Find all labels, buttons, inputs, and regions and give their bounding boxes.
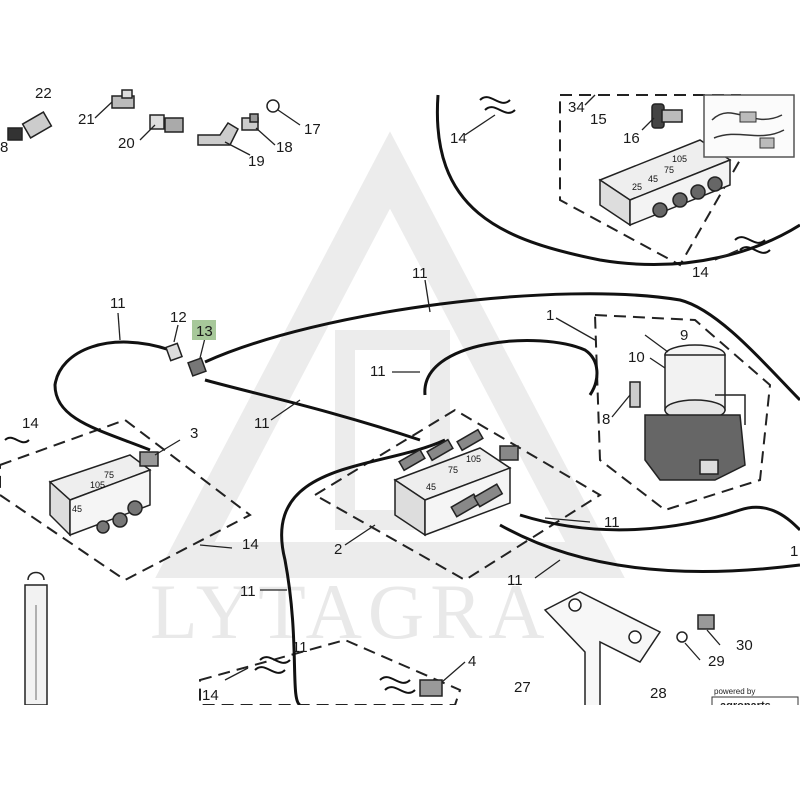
hoses xyxy=(53,94,800,707)
callout-17[interactable]: 17 xyxy=(304,121,321,138)
valve-top-label-105: 105 xyxy=(672,154,687,164)
pump-unit xyxy=(629,344,746,481)
fitting-row xyxy=(7,89,683,146)
callout-11-h[interactable]: 11 xyxy=(292,639,308,656)
callout-16[interactable]: 16 xyxy=(623,130,640,147)
fitting-12-icon xyxy=(165,342,183,362)
callout-14-right[interactable]: 14 xyxy=(692,264,709,281)
callout-21[interactable]: 21 xyxy=(78,111,95,128)
callout-30[interactable]: 30 xyxy=(736,637,753,654)
hose-right-lower-1 xyxy=(519,505,800,532)
callout-1[interactable]: 1 xyxy=(546,307,554,324)
valve-block-center: 45 75 105 xyxy=(393,428,519,537)
valve-left-label-75: 75 xyxy=(104,470,114,480)
callout-18[interactable]: 18 xyxy=(276,139,293,156)
break-marks xyxy=(4,96,771,694)
watermark: LYTAGRA xyxy=(150,131,625,655)
valve-block-top: 25 45 75 105 xyxy=(598,139,732,227)
hose-to-center xyxy=(204,378,421,442)
callout-10[interactable]: 10 xyxy=(628,349,645,366)
powered-by-label: powered by xyxy=(714,687,755,696)
group-outlines xyxy=(0,94,772,706)
hose-bottom-long xyxy=(280,438,446,707)
fitting-16-icon xyxy=(651,103,683,129)
valve-center-label-105: 105 xyxy=(466,454,481,464)
valve-center-label-75: 75 xyxy=(448,465,458,475)
valve-top-label-25: 25 xyxy=(632,182,642,192)
fitting-21-icon xyxy=(111,89,135,109)
callout-11-g[interactable]: 11 xyxy=(240,583,256,600)
callout-4[interactable]: 4 xyxy=(468,653,476,670)
outline-pump xyxy=(593,313,772,512)
valve-left-label-105: 105 xyxy=(90,480,105,490)
callout-14-left[interactable]: 14 xyxy=(22,415,39,432)
callout-20[interactable]: 20 xyxy=(118,135,135,152)
callout-11-e[interactable]: 11 xyxy=(604,514,620,531)
fitting-13-icon xyxy=(187,357,207,377)
outline-top-valve xyxy=(559,94,741,267)
washer-17-icon xyxy=(266,99,280,113)
callout-12[interactable]: 12 xyxy=(170,309,187,326)
outline-center-valve xyxy=(313,408,602,582)
callout-11-f[interactable]: 11 xyxy=(507,572,523,589)
mounting-bracket xyxy=(543,591,715,733)
valve-left-label-45: 45 xyxy=(72,504,82,514)
hose-right-lower-2 xyxy=(499,523,800,573)
bottom-margin xyxy=(0,705,800,800)
leader-lines xyxy=(94,94,739,683)
hose-loop-center xyxy=(423,339,599,396)
callouts: 22 21 20 19 18 17 8 34 15 16 14 14 14 14… xyxy=(0,85,798,704)
valve-top-label-45: 45 xyxy=(648,174,658,184)
callout-22[interactable]: 22 xyxy=(35,85,52,102)
valve-block-left: 45 105 75 xyxy=(48,451,159,537)
callout-8[interactable]: 8 xyxy=(602,411,610,428)
callout-29[interactable]: 29 xyxy=(708,653,725,670)
callout-34[interactable]: 34 xyxy=(568,99,585,116)
valve-center-label-45: 45 xyxy=(426,482,436,492)
callout-27[interactable]: 27 xyxy=(514,679,531,696)
callout-14-top[interactable]: 14 xyxy=(450,130,467,147)
callout-28[interactable]: 28 xyxy=(650,685,667,702)
hose-main-upper xyxy=(204,292,800,402)
fitting-4-icon xyxy=(419,679,443,697)
callout-11-a[interactable]: 11 xyxy=(412,265,428,282)
callout-11-d[interactable]: 11 xyxy=(254,415,270,432)
outline-bottom-valve xyxy=(199,638,462,706)
highlight-box-13 xyxy=(192,320,216,340)
valve-top-label-75: 75 xyxy=(664,165,674,175)
callout-1-right[interactable]: 1 xyxy=(790,543,798,560)
callout-11-b[interactable]: 11 xyxy=(110,295,126,312)
callout-13[interactable]: 13 xyxy=(196,323,213,340)
callout-14-mid[interactable]: 14 xyxy=(242,536,259,553)
fitting-20-icon xyxy=(149,114,184,133)
callout-9[interactable]: 9 xyxy=(680,327,688,344)
fitting-22-icon xyxy=(7,111,53,141)
callout-3[interactable]: 3 xyxy=(190,425,198,442)
hose-top-loop xyxy=(435,94,800,267)
callout-15[interactable]: 15 xyxy=(590,111,607,128)
cylinder-part xyxy=(24,571,48,706)
callout-8-top[interactable]: 8 xyxy=(0,139,8,156)
fitting-19-icon xyxy=(197,121,239,146)
fitting-18-icon xyxy=(241,113,259,131)
callout-11-c[interactable]: 11 xyxy=(370,363,386,380)
thumbnail-overview xyxy=(703,94,795,158)
hose-left-loop xyxy=(53,340,171,452)
callout-14-bottom[interactable]: 14 xyxy=(202,687,219,704)
callout-19[interactable]: 19 xyxy=(248,153,265,170)
callout-2[interactable]: 2 xyxy=(334,541,342,558)
